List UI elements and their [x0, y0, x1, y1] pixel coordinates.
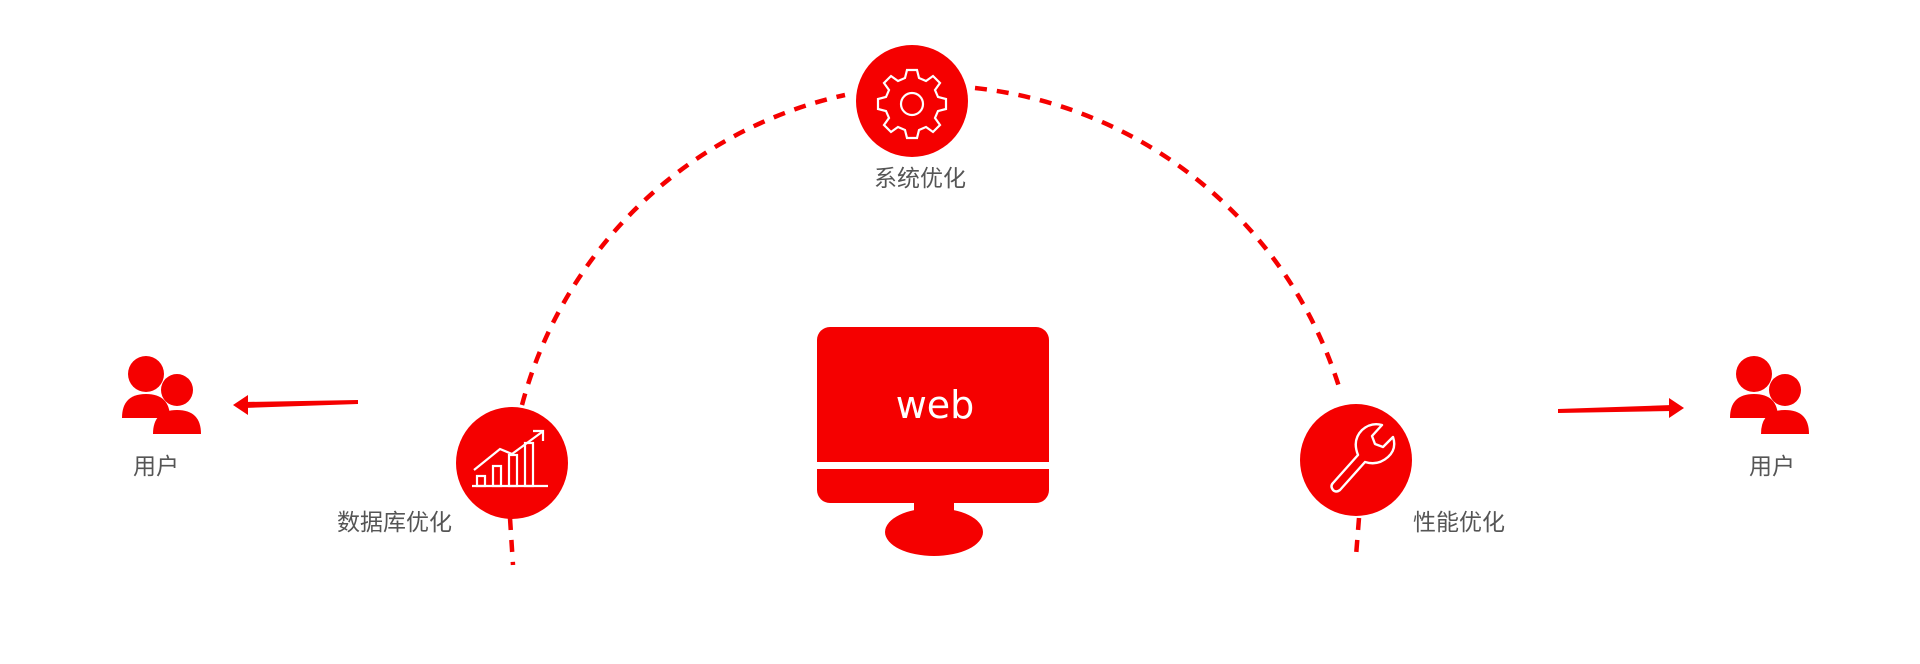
user-right-label: 用户: [1749, 454, 1795, 480]
database-optimization-label: 数据库优化: [337, 510, 452, 536]
database-node: [456, 407, 568, 519]
arc-segment-left-bottom: [507, 517, 516, 566]
system-optimization-label: 系统优化: [874, 166, 966, 192]
arc-segment-left-top: [519, 92, 846, 406]
arc-segment-right-bottom: [1353, 517, 1362, 557]
performance-optimization-label: 性能优化: [1413, 510, 1505, 536]
users-icon-right: [1730, 356, 1809, 434]
monitor-icon: web: [817, 327, 1049, 556]
users-icon-left: [122, 356, 201, 434]
dashed-arc: [507, 85, 1362, 566]
arc-segment-top-right: [974, 85, 1343, 391]
performance-node: [1300, 404, 1412, 516]
wrench-icon: [1330, 422, 1396, 493]
monitor-text: web: [896, 383, 975, 427]
gear-icon: [876, 68, 948, 140]
bar-chart-growth-icon: [472, 429, 548, 488]
arrow-right-icon: [1558, 398, 1684, 418]
system-node: [856, 45, 968, 157]
user-left-label: 用户: [133, 454, 179, 480]
arrow-left-icon: [233, 395, 358, 415]
